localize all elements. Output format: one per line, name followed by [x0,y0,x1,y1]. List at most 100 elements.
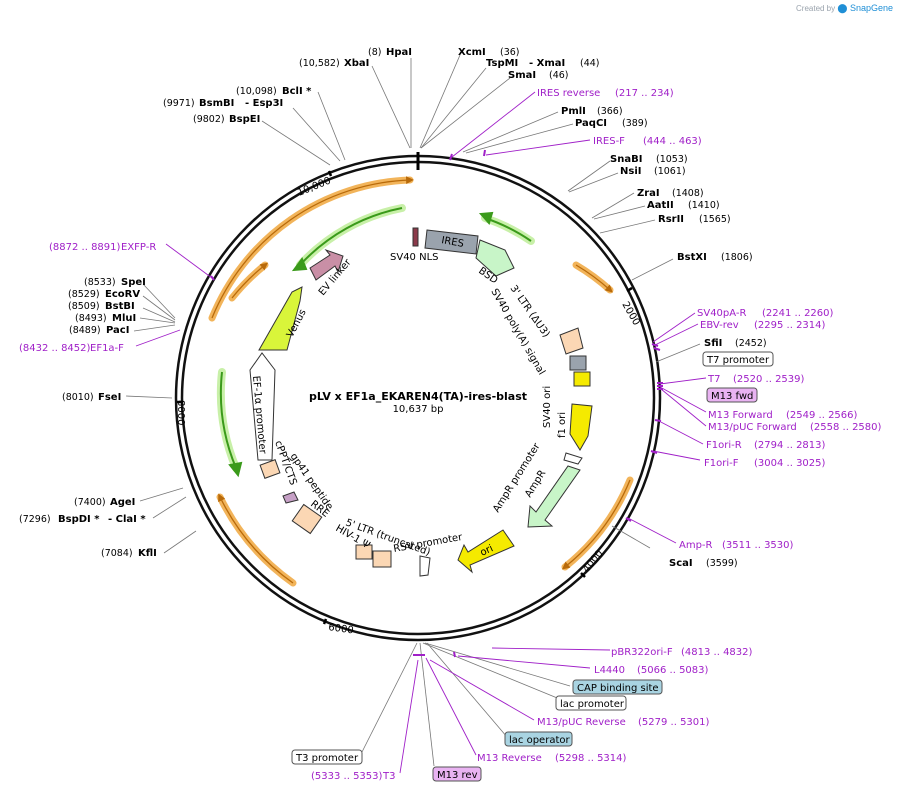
primer-exfp-r: EXFP-R [121,242,156,253]
site-spei: SpeI [121,277,146,288]
tick-2000 [626,286,633,293]
primer-exfp-r-pos: (8872 .. 8891) [49,242,121,253]
primer-t7-pos: (2520 .. 2539) [733,374,805,385]
site-xmai-pos: (44) [580,58,600,69]
primer-f1ori-r-pos: (2794 .. 2813) [754,440,826,451]
site-tspmi: TspMI [486,58,518,69]
primer-m13-reverse-pos: (5298 .. 5314) [555,753,627,764]
rre-shape [291,503,323,535]
ires-shape [424,229,479,255]
site-scai: ScaI [669,558,693,569]
site-hpai-pos: (8) [368,47,381,58]
site-smai: SmaI [508,70,536,81]
site-pmli-pos: (366) [597,106,623,117]
primer-pbr322ori-f: pBR322ori-F [611,647,673,658]
credit-prefix: Created by [796,4,836,13]
site-snabi: SnaBI [610,154,642,165]
box-labels: T7 promoter M13 fwd CAP binding site lac… [291,351,774,782]
site-xbai: XbaI [344,58,369,69]
rsv-promoter-shape [419,555,431,577]
primer-l4440: L4440 [594,665,625,676]
ltr5-shape [372,550,392,568]
primer-ef1a-f: EF1a-F [90,343,124,354]
site-fsei-pos: (8010) [62,392,94,403]
primer-m13-puc-reverse: M13/pUC Reverse [537,717,626,728]
tick-6000 [322,618,328,625]
f1ori-shape [569,403,593,451]
site-pmli: PmlI [561,106,586,117]
ev-linker-shape [309,248,344,281]
site-smai-pos: (46) [549,70,569,81]
site-ecorv: EcoRV [105,289,140,300]
site-bstbi: BstBI [105,301,135,312]
site-mlui: MluI [112,313,136,324]
site-esp3i: - Esp3I [245,98,283,109]
site-ecorv-pos: (8529) [68,289,100,300]
site-xcmi: XcmI [458,47,486,58]
snapgene-logo: ⬤ SnapGene [837,3,893,13]
primer-ires-reverse: IRES reverse [537,88,600,99]
primer-labels: IRES reverse (217 .. 234) IRES-F (444 ..… [19,88,882,782]
cppt-shape [259,459,281,479]
label-ori: ori [479,543,495,558]
ef1a-shape [249,352,276,461]
site-agei-pos: (7400) [74,497,106,508]
feature-shapes [249,227,593,577]
psi-shape [355,544,373,560]
tick-10000 [327,170,333,177]
tick-label-6000: 6000 [328,622,355,636]
primer-marks [210,149,663,658]
box-lac-operator: lac operator [509,735,570,746]
site-paci-pos: (8489) [69,325,101,336]
ampr-promoter-shape [563,452,583,465]
site-zrai: ZraI [637,188,660,199]
site-mlui-pos: (8493) [75,313,107,324]
label-sv40-nls: SV40 NLS [390,252,439,263]
primer-ires-f: IRES-F [593,136,625,147]
primer-t3-pos: (5333 .. 5353) [311,771,383,782]
ampr-shape [527,465,581,528]
box-t3-promoter: T3 promoter [295,753,359,764]
gp41-shape [282,491,299,504]
site-paqci: PaqCI [575,118,607,129]
primer-ebv-rev-pos: (2295 .. 2314) [754,320,826,331]
site-fsei: FseI [98,392,121,403]
site-bspei: BspEI [229,114,260,125]
site-aatii-pos: (1410) [688,200,720,211]
site-spei-pos: (8533) [84,277,116,288]
site-bspei-pos: (9802) [193,114,225,125]
green-arrows [219,207,532,478]
label-ampr: AmpR [523,468,548,499]
site-kfli: KflI [138,548,157,559]
site-sfii-pos: (2452) [735,338,767,349]
site-paqci-pos: (389) [622,118,648,129]
site-bcli-pos: (10,098) [236,86,277,97]
box-cap-binding-site: CAP binding site [577,683,659,694]
primer-amp-r: Amp-R [679,540,713,551]
primer-f1ori-f-pos: (3004 .. 3025) [754,458,826,469]
primer-m13-puc-forward-pos: (2558 .. 2580) [810,422,882,433]
site-sfii: SfiI [704,338,722,349]
site-labels: (8) HpaI (10,582) XbaI XcmI (36) TspMI -… [19,47,767,569]
primer-ebv-rev: EBV-rev [700,320,739,331]
site-bsmbi: BsmBI [199,98,234,109]
site-nsii: NsiI [620,166,641,177]
primer-amp-r-pos: (3511 .. 3530) [722,540,794,551]
site-bstxi: BstXI [677,252,707,263]
sv40pa-shape [569,355,587,371]
label-sv40ori: SV40 ori [542,386,553,428]
site-scai-pos: (3599) [706,558,738,569]
box-m13-fwd: M13 fwd [711,391,753,402]
site-rsrii-pos: (1565) [699,214,731,225]
plasmid-length: 10,637 bp [393,404,444,415]
primer-sv40pa-r-pos: (2241 .. 2260) [762,308,834,319]
primer-f1ori-r: F1ori-R [706,440,742,451]
plasmid-title: pLV x EF1a_EKAREN4(TA)-ires-blast [309,390,527,403]
sv40-nls-shape [412,227,419,247]
site-lines [125,54,701,767]
label-f1ori: f1 ori [557,412,568,438]
ltr3-shape [559,327,584,355]
primer-m13-forward-pos: (2549 .. 2566) [786,410,858,421]
snapgene-credit: Created by ⬤ SnapGene [796,3,893,14]
